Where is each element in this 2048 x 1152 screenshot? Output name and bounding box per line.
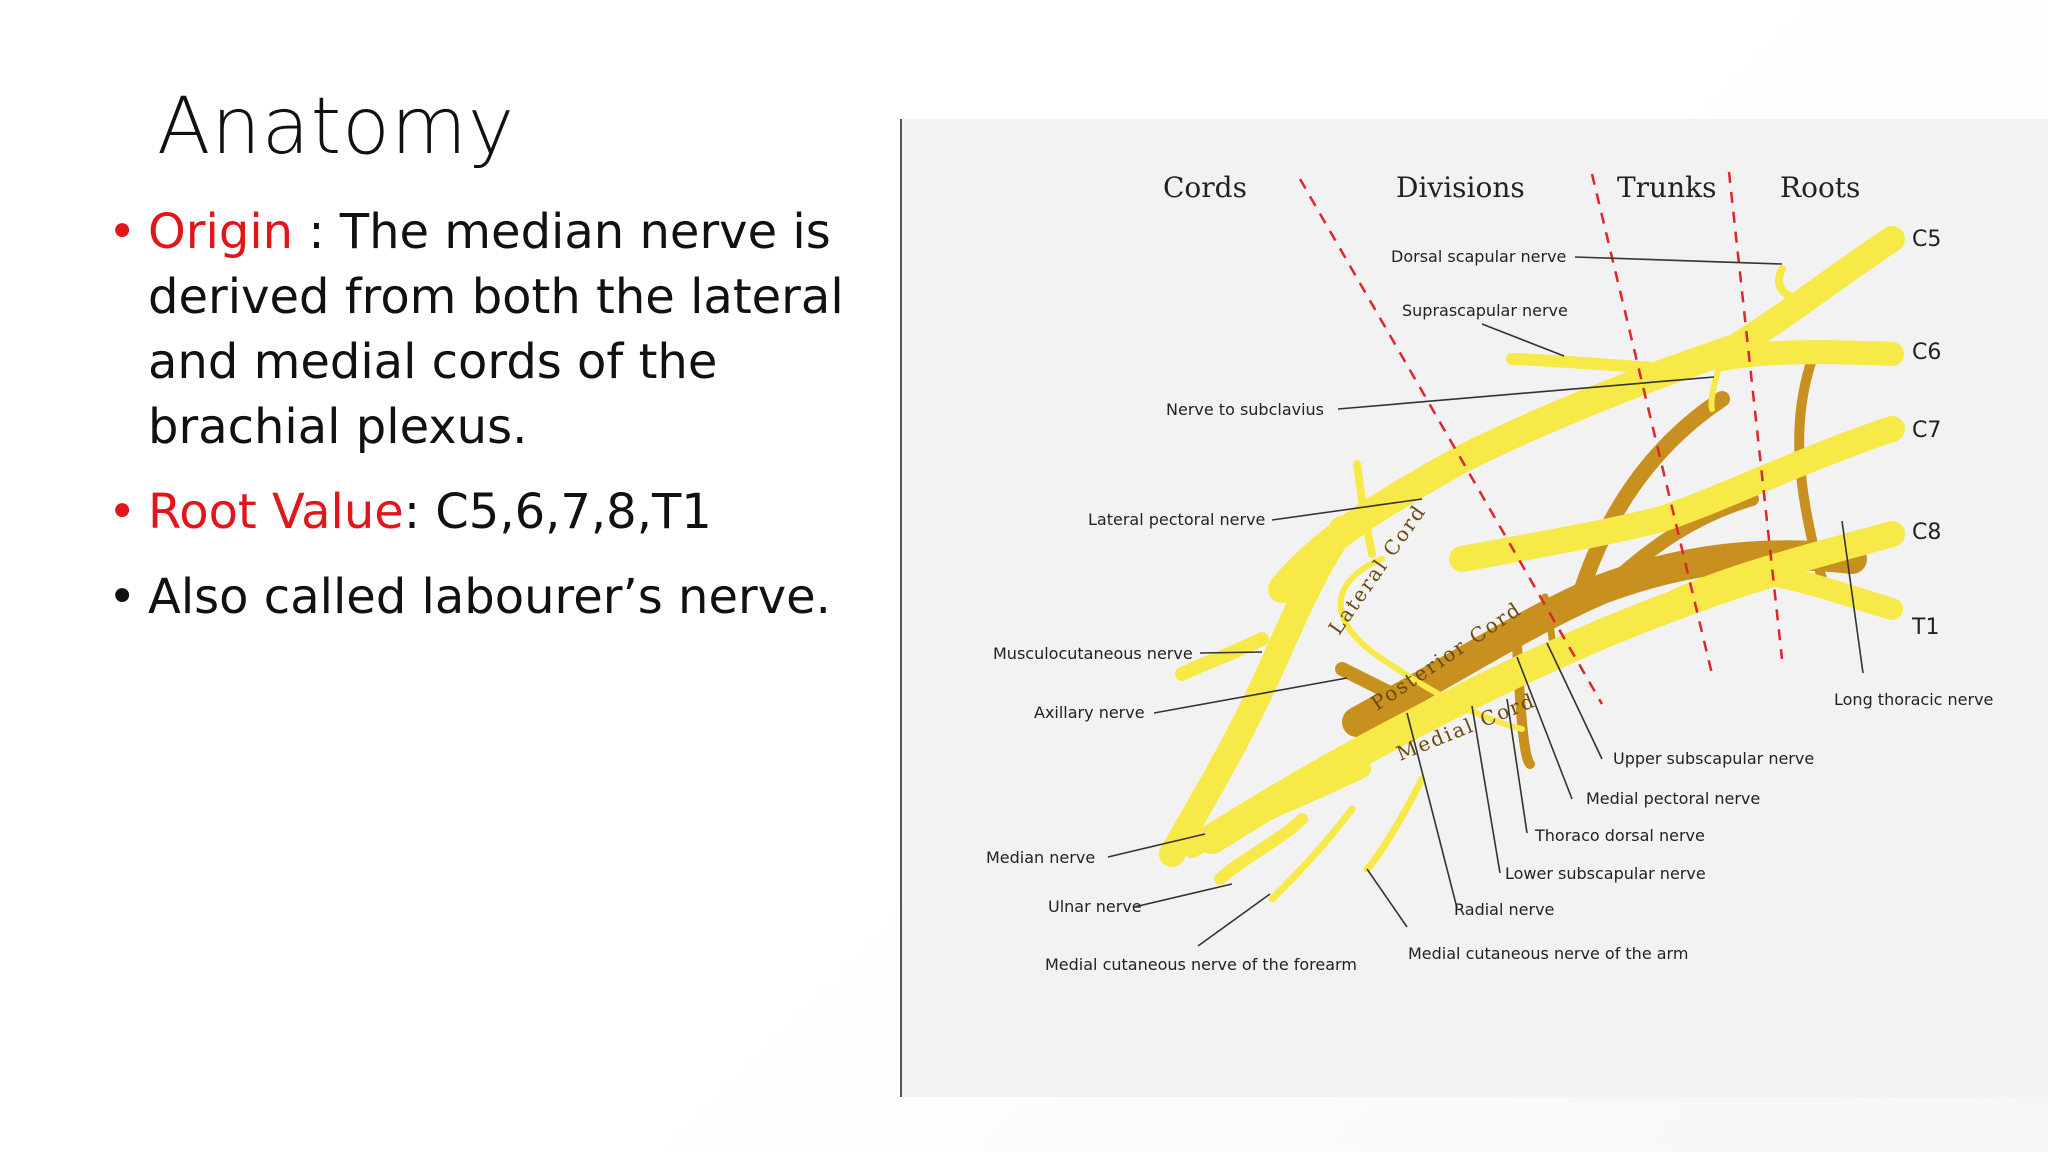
- lateral-cord: [1159, 516, 1355, 867]
- root-c5: [1719, 226, 1905, 362]
- bullet-text: : The median nerve is derived from both …: [148, 204, 844, 455]
- label-axillary: Axillary nerve: [1034, 703, 1145, 722]
- yellow-nerves: [1159, 226, 1905, 903]
- lateral-pectoral-loop: [1337, 556, 1525, 732]
- root-label-c8: C8: [1912, 520, 1941, 545]
- label-musculocutaneous: Musculocutaneous nerve: [993, 644, 1193, 663]
- slide-title: Anatomy: [157, 82, 516, 172]
- label-median: Median nerve: [986, 848, 1095, 867]
- header-trunks: Trunks: [1617, 171, 1716, 204]
- bullet-list: Origin : The median nerve is derived fro…: [108, 200, 888, 650]
- label-ulnar: Ulnar nerve: [1048, 897, 1142, 916]
- root-label-c6: C6: [1912, 340, 1941, 365]
- brachial-plexus-svg: Cords Divisions Trunks Roots C5 C6 C7 C8…: [986, 171, 1993, 974]
- header-cords: Cords: [1163, 171, 1247, 204]
- bullet-highlight: Root Value: [148, 484, 404, 540]
- suprascapular-branch: [1506, 353, 1668, 375]
- label-radial: Radial nerve: [1454, 900, 1554, 919]
- root-label-c7: C7: [1912, 418, 1941, 443]
- posterior-division-c5: [1574, 391, 1730, 597]
- root-label-c5: C5: [1912, 227, 1941, 252]
- header-roots: Roots: [1780, 171, 1860, 204]
- divider-cords-divisions: [1298, 178, 1604, 705]
- divider-trunks-roots: [1727, 171, 1784, 660]
- bullet-text: Also called labourer’s nerve.: [148, 569, 831, 625]
- label-lateral-pectoral: Lateral pectoral nerve: [1088, 510, 1265, 529]
- ulnar-branch: [1214, 813, 1308, 885]
- label-suprascapular: Suprascapular nerve: [1402, 301, 1568, 320]
- root-c7: [1449, 416, 1905, 572]
- leader-lines: [1107, 256, 1864, 947]
- lower-trunk: [1197, 554, 1797, 854]
- median-nerve-root-medial: [1183, 760, 1371, 858]
- dorsal-scapular-stem: [1775, 265, 1796, 301]
- header-divisions: Divisions: [1396, 171, 1525, 204]
- label-lower-subscapular: Lower subscapular nerve: [1505, 864, 1706, 883]
- bullet-highlight: Origin: [148, 204, 294, 260]
- bullet-root-value: Root Value: C5,6,7,8,T1: [108, 480, 888, 545]
- posterior-division-c7: [1615, 492, 1759, 581]
- brachial-plexus-diagram: Cords Divisions Trunks Roots C5 C6 C7 C8…: [900, 119, 2048, 1097]
- med-cut-arm-branch: [1363, 775, 1426, 873]
- lateral-pectoral-stem: [1353, 460, 1376, 558]
- label-med-cut-arm: Medial cutaneous nerve of the arm: [1408, 944, 1688, 963]
- division-lines: [1298, 171, 1784, 705]
- label-dorsal-scapular: Dorsal scapular nerve: [1391, 247, 1566, 266]
- label-thoracodorsal: Thoraco dorsal nerve: [1534, 826, 1705, 845]
- bullet-origin: Origin : The median nerve is derived fro…: [108, 200, 888, 460]
- label-medial-pectoral: Medial pectoral nerve: [1586, 789, 1760, 808]
- root-label-t1: T1: [1911, 615, 1939, 640]
- label-subclavius: Nerve to subclavius: [1166, 400, 1324, 419]
- subclavius-stem: [1708, 356, 1725, 412]
- musculocutaneous-branch: [1175, 632, 1269, 681]
- upper-subscapular-branch: [1541, 593, 1556, 643]
- axillary-branch: [1335, 662, 1409, 706]
- divider-divisions-trunks: [1590, 173, 1714, 675]
- label-long-thoracic: Long thoracic nerve: [1834, 690, 1993, 709]
- label-upper-subscapular: Upper subscapular nerve: [1613, 749, 1814, 768]
- label-med-cut-forearm: Medial cutaneous nerve of the forearm: [1045, 955, 1357, 974]
- med-cut-forearm-branch: [1268, 805, 1356, 903]
- bullet-text: : C5,6,7,8,T1: [403, 484, 712, 540]
- bullet-labourers-nerve: Also called labourer’s nerve.: [108, 565, 888, 630]
